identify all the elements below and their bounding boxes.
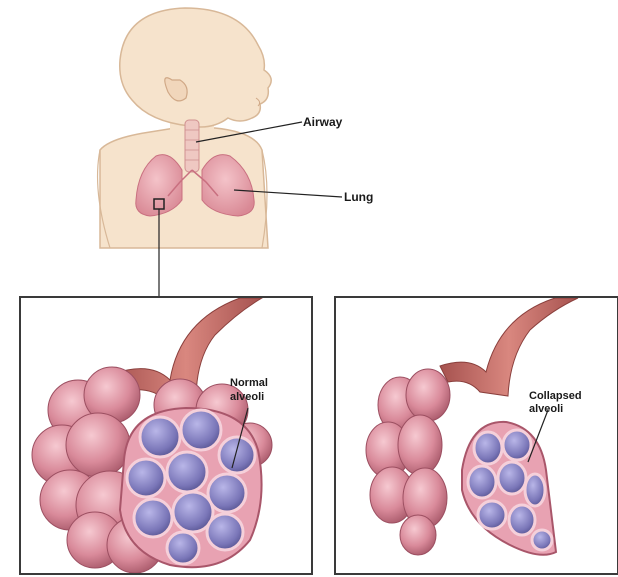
baby-figure: [98, 8, 272, 248]
alveoli-cross-section-normal: [120, 408, 262, 567]
baby-head: [120, 8, 271, 127]
collapsed-label-line1: Collapsed: [529, 390, 582, 402]
collapsed-label-line2: alveoli: [529, 403, 563, 415]
trachea: [185, 120, 199, 172]
normal-label-line1: Normal: [230, 377, 268, 389]
normal-label-line2: alveoli: [230, 391, 264, 403]
airway-label: Airway: [303, 115, 343, 129]
panel-normal: Normal alveoli: [20, 297, 312, 574]
lung-label: Lung: [344, 190, 373, 204]
panel-collapsed: Collapsed alveoli: [335, 297, 618, 574]
